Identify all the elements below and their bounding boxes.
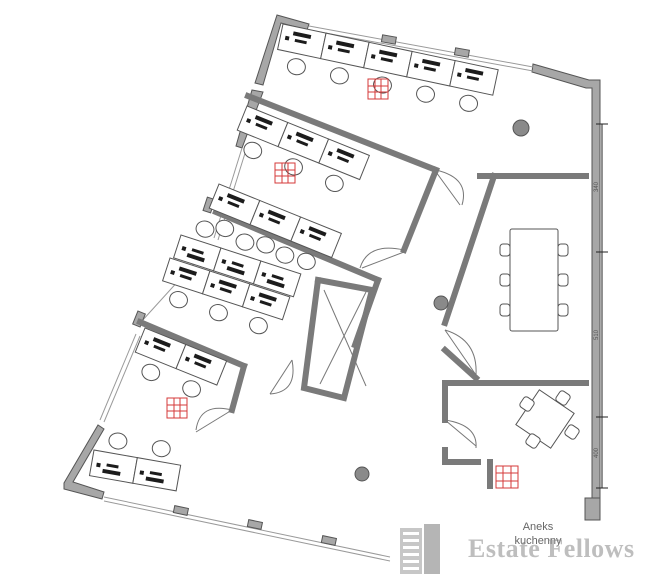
dimension-label: 340 <box>594 181 600 192</box>
window-mullions <box>132 34 470 546</box>
desk-row <box>277 23 499 112</box>
room-label-line: Aneks <box>522 521 554 533</box>
wall-right-bottom <box>584 497 601 521</box>
grid-icons <box>166 78 519 489</box>
desk <box>449 59 499 112</box>
wall-top-left <box>254 14 310 86</box>
workstations <box>88 23 499 492</box>
desk-row <box>236 105 371 193</box>
floor-box-icon <box>367 78 389 100</box>
room-label-kitchenette: Aneks kuchenny <box>488 520 588 548</box>
desk-row <box>88 432 182 492</box>
desk <box>241 283 291 335</box>
dimension-label: 510 <box>594 329 600 340</box>
desk <box>290 216 343 271</box>
chair <box>329 67 349 85</box>
floor-box-icon <box>166 397 188 419</box>
chair <box>256 236 275 254</box>
floor-box-icon <box>495 465 519 489</box>
chair <box>564 424 580 440</box>
dimension-label: 400 <box>594 447 600 458</box>
chair <box>249 317 268 335</box>
chair <box>169 291 188 309</box>
chair <box>243 141 263 160</box>
desk <box>161 257 211 309</box>
desk <box>201 270 251 322</box>
desk <box>172 220 222 272</box>
chair <box>297 252 316 271</box>
desk <box>252 246 302 298</box>
desk <box>208 183 261 238</box>
desk-row <box>134 327 228 398</box>
desk <box>175 343 228 398</box>
chair <box>325 174 344 193</box>
chair <box>555 390 571 406</box>
column <box>354 466 370 482</box>
desk <box>132 440 182 492</box>
desk-row <box>161 257 291 335</box>
desk <box>318 138 371 193</box>
chair <box>182 380 201 398</box>
desk-row <box>208 183 343 271</box>
desk-row <box>172 220 302 298</box>
chair <box>108 432 128 450</box>
chair <box>525 433 541 449</box>
chair <box>215 219 235 238</box>
room-label-line: kuchenny <box>514 535 562 547</box>
desk <box>320 32 370 85</box>
chair <box>557 243 569 257</box>
chair <box>286 58 306 76</box>
desk <box>236 105 289 160</box>
door-swings <box>195 169 477 449</box>
chair <box>519 396 535 412</box>
chair <box>499 303 511 317</box>
chair <box>141 363 161 382</box>
desk <box>363 41 413 94</box>
outer-walls <box>63 14 601 521</box>
desk <box>277 23 327 76</box>
chair <box>151 440 171 458</box>
chair <box>235 233 255 251</box>
columns <box>354 119 530 482</box>
desk <box>249 199 302 254</box>
conference-table <box>499 228 569 332</box>
interior-partitions <box>136 92 589 489</box>
desk <box>88 432 138 484</box>
chair <box>275 246 295 264</box>
chair <box>499 243 511 257</box>
chair <box>284 158 303 176</box>
chair <box>209 304 228 322</box>
chair <box>557 273 569 287</box>
desk <box>134 327 187 382</box>
chair <box>557 303 569 317</box>
column <box>512 119 530 137</box>
meeting-table <box>515 389 580 449</box>
desk <box>406 50 456 103</box>
chair <box>499 273 511 287</box>
dimension-line: 340 510 400 <box>594 123 608 489</box>
column <box>433 295 449 311</box>
chair <box>416 85 435 103</box>
chair <box>195 220 215 238</box>
chair <box>459 94 479 112</box>
floor-box-icon <box>274 162 296 184</box>
wall-bottom-left <box>63 424 105 500</box>
